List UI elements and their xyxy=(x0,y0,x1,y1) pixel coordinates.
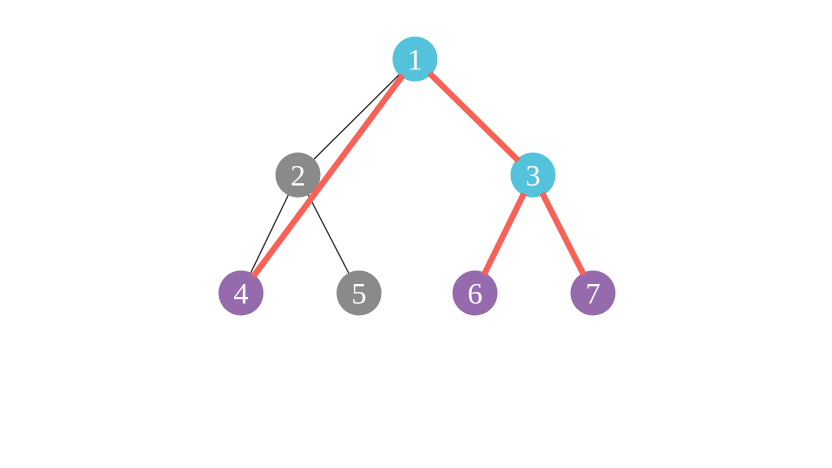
tree-node-circle-4 xyxy=(218,270,264,316)
tree-node-circle-3 xyxy=(510,152,556,198)
tree-edge-1-2 xyxy=(297,58,416,176)
tree-node-circle-2 xyxy=(275,152,321,198)
tree-node-circle-5 xyxy=(336,270,382,316)
tree-node-circle-1 xyxy=(392,36,438,82)
highlight-edge-3-6 xyxy=(481,192,527,276)
highlight-edge-1-3 xyxy=(427,71,521,163)
highlight-edge-1-4 xyxy=(250,73,406,279)
highlight-edge-3-7 xyxy=(539,191,587,277)
tree-node-circle-7 xyxy=(570,270,616,316)
tree-node-circle-6 xyxy=(452,270,498,316)
